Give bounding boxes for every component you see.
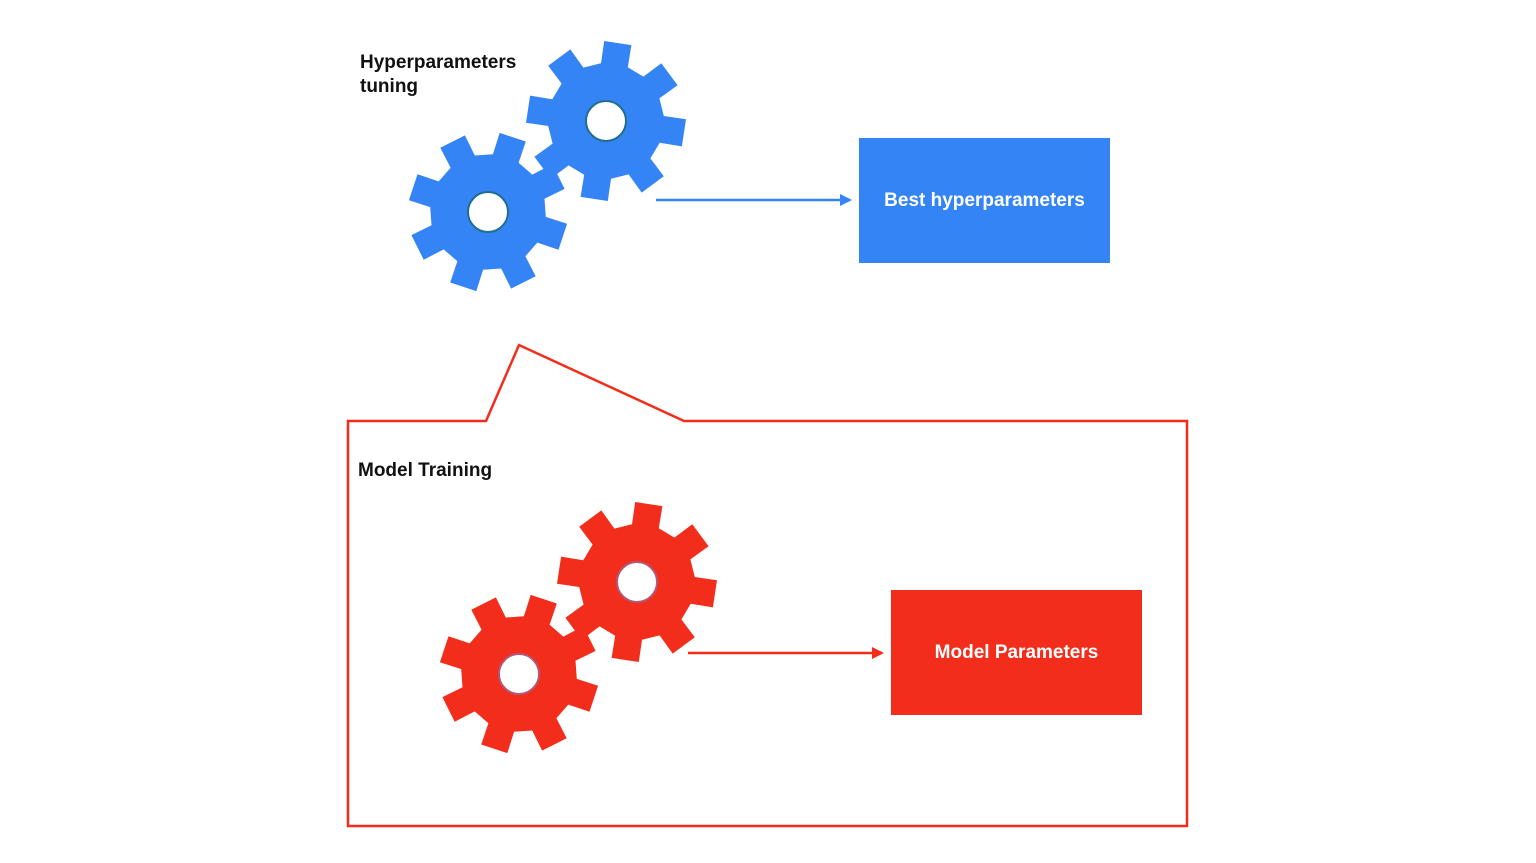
gear-hole <box>467 191 509 233</box>
hyperparameters-tuning-label-line1: Hyperparameters <box>360 52 517 73</box>
model-parameters-box: Model Parameters <box>891 590 1142 715</box>
gear-icon <box>526 41 686 201</box>
model-training-frame <box>346 343 1189 828</box>
hyperparameters-tuning-label: Hyperparameters tuning <box>360 51 516 99</box>
gear-icon <box>408 132 568 292</box>
best-hyperparameters-box: Best hyperparameters <box>859 138 1110 263</box>
gear-icon <box>557 502 717 662</box>
gear-hole <box>585 100 627 142</box>
gear-icon <box>439 594 599 754</box>
model-training-label: Model Training <box>358 460 493 481</box>
gear-hole <box>616 561 658 603</box>
gear-hole <box>498 653 540 695</box>
hyperparameters-tuning-label-line2: tuning <box>360 76 419 97</box>
